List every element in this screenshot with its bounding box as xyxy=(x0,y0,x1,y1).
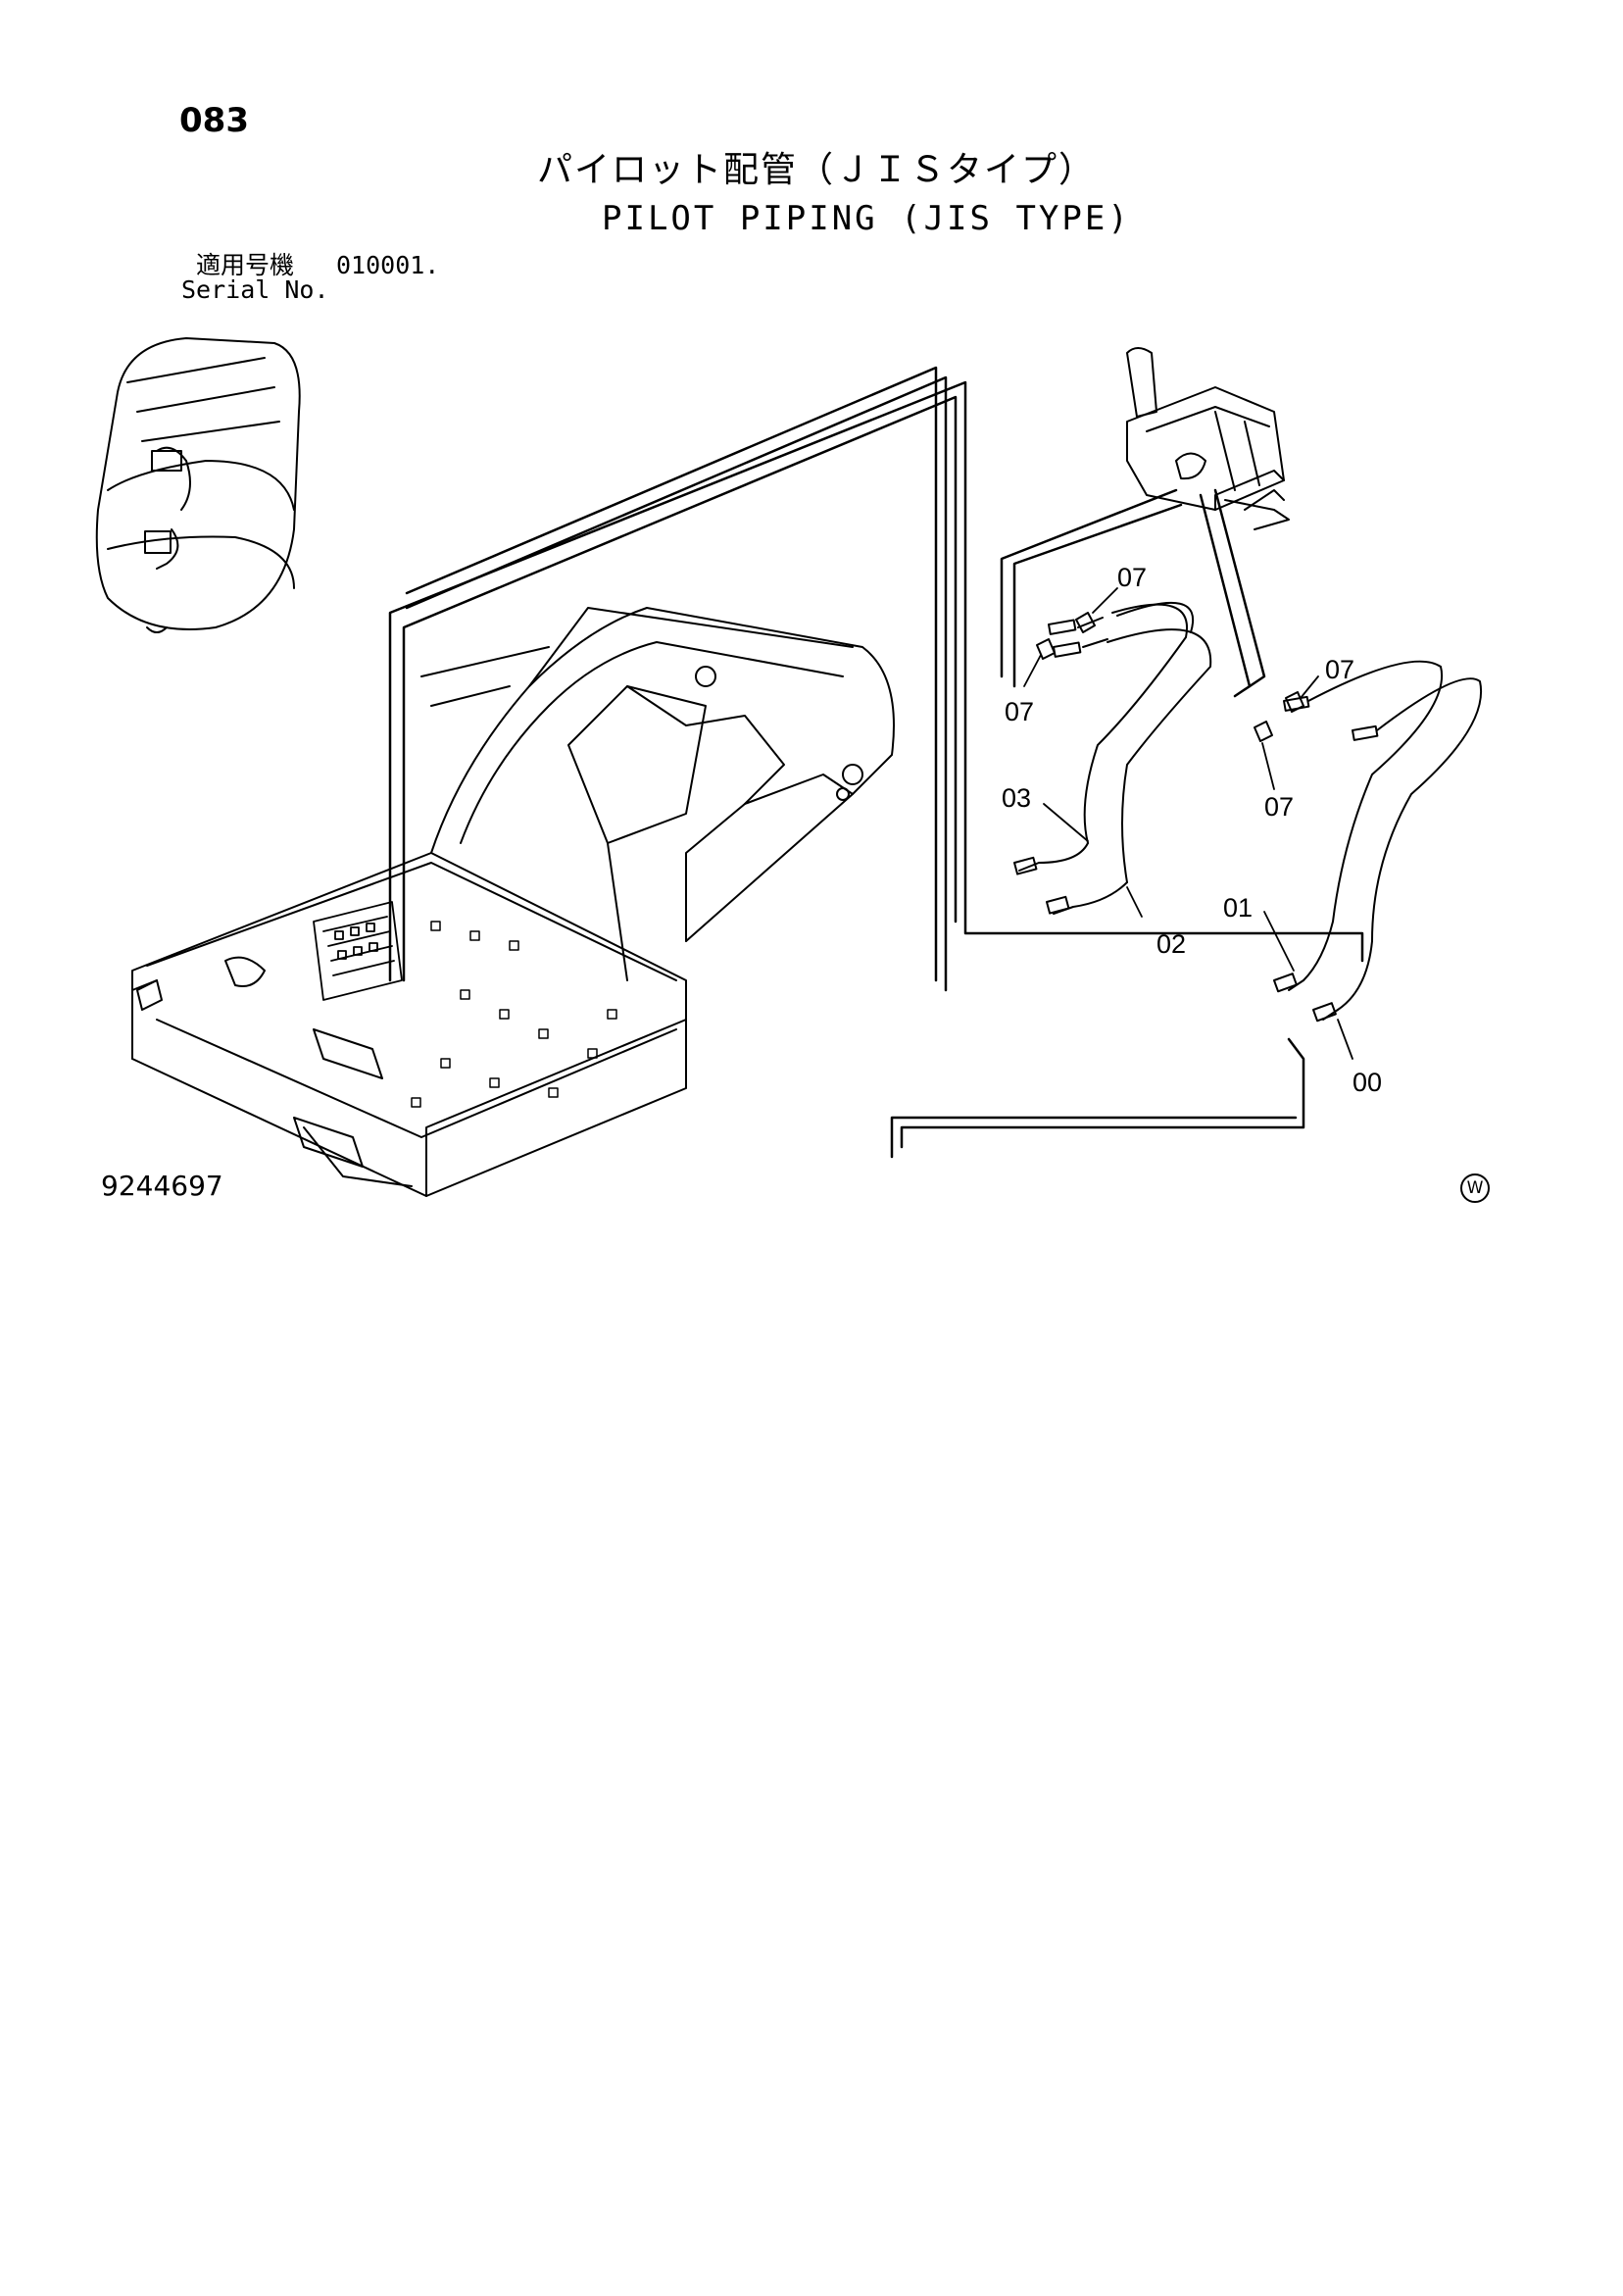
callout-07: 07 xyxy=(1325,655,1354,684)
callout-02: 02 xyxy=(1156,929,1186,959)
callout-03: 03 xyxy=(1002,783,1031,813)
callout-00: 00 xyxy=(1352,1068,1382,1097)
elbow-fittings xyxy=(1036,612,1304,742)
pilot-control-lever xyxy=(1126,347,1290,530)
serial-label-english: Serial No. xyxy=(181,275,329,304)
callout-07: 07 xyxy=(1117,563,1147,592)
inset-cab-overview xyxy=(95,337,301,633)
floor-mount-points xyxy=(411,921,617,1108)
w-mark-icon: W xyxy=(1460,1173,1490,1203)
connector-frames xyxy=(388,366,1364,1159)
callout-01: 01 xyxy=(1223,893,1253,923)
pilot-hose-left-group xyxy=(1013,601,1212,915)
cab-floor-assembly xyxy=(131,607,895,1197)
page-title-japanese: パイロット配管（ＪＩＳタイプ） xyxy=(537,150,1097,190)
page-number: 083 xyxy=(179,101,249,140)
pilot-hose-right-group xyxy=(1273,660,1483,1023)
callout-07: 07 xyxy=(1005,697,1034,726)
valve-block-fittings xyxy=(313,901,403,1001)
serial-number-value: 010001. xyxy=(336,251,440,279)
page-title-english: PILOT PIPING (JIS TYPE) xyxy=(602,199,1131,238)
drawing-number: 9244697 xyxy=(101,1170,223,1202)
callout-07: 07 xyxy=(1264,792,1294,822)
callout-labels: 07 07 07 07 03 02 01 00 xyxy=(1002,563,1382,1097)
serial-label-japanese: 適用号機 xyxy=(196,251,295,279)
leader-lines xyxy=(1023,587,1353,1060)
